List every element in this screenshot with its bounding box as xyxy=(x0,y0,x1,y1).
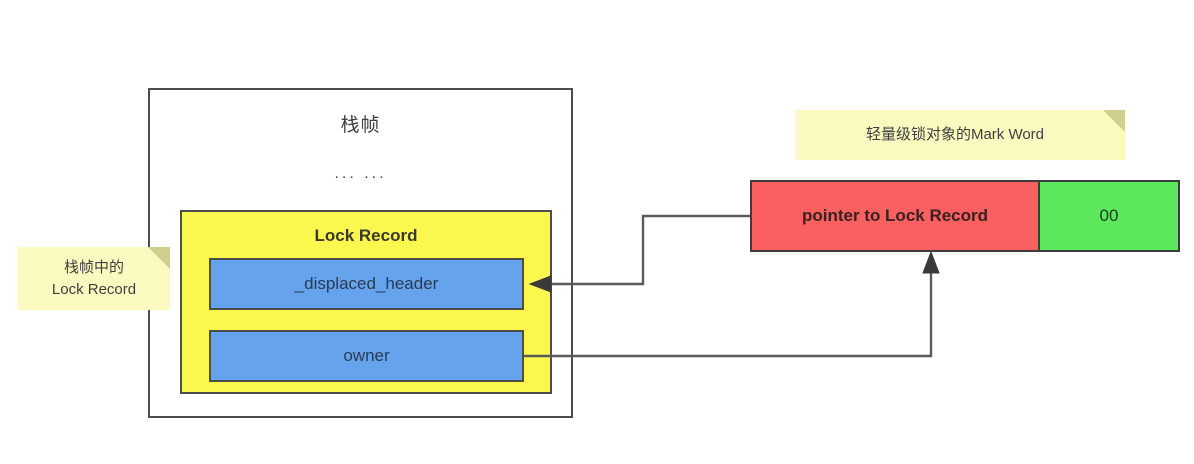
note-lock-record-line1: 栈帧中的 xyxy=(63,258,124,276)
connector-markword-to-displaced-header xyxy=(546,214,750,286)
mark-word-lock-bits-cell: 00 xyxy=(1040,182,1178,250)
stack-frame-ellipsis: ... ... xyxy=(334,165,387,182)
note-fold-corner-icon xyxy=(1103,110,1125,132)
note-lock-record-text: 栈帧中的 Lock Record xyxy=(52,257,136,301)
mark-word-box: pointer to Lock Record 00 xyxy=(750,180,1180,252)
stack-frame-title: 栈帧 xyxy=(340,115,381,136)
arrowhead-into-markword xyxy=(922,250,940,274)
note-mark-word: 轻量级锁对象的Mark Word xyxy=(795,110,1125,160)
mark-word-pointer-cell: pointer to Lock Record xyxy=(752,182,1040,250)
note-mark-word-text: 轻量级锁对象的Mark Word xyxy=(865,126,1045,144)
field-owner: owner xyxy=(209,330,524,382)
field-displaced-header: _displaced_header xyxy=(209,258,524,310)
lock-record-title: Lock Record xyxy=(314,226,418,245)
note-fold-corner-icon xyxy=(148,247,170,269)
connector-owner-to-markword xyxy=(524,270,933,358)
note-lock-record: 栈帧中的 Lock Record xyxy=(18,247,170,310)
note-lock-record-line2: Lock Record xyxy=(51,280,137,298)
